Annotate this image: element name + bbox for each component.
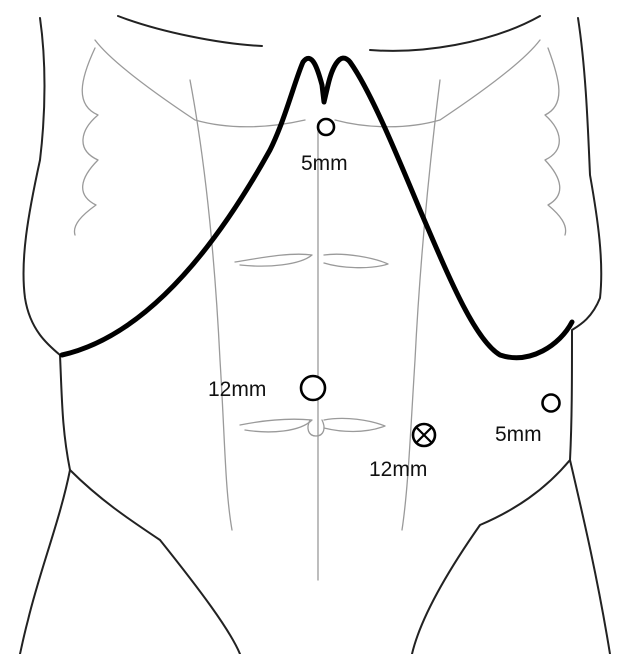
port-left-lateral-label: 5mm — [495, 423, 542, 446]
right-groin-line — [412, 460, 570, 654]
port-epigastric-label: 5mm — [301, 152, 348, 175]
costal-margin-line — [62, 58, 572, 358]
right-chest-curve — [370, 16, 540, 51]
port-left-lateral-marker — [543, 395, 560, 412]
left-chest-curve — [118, 16, 262, 46]
port-umbilical-marker — [301, 376, 325, 400]
tendinous-line-1-right — [324, 254, 388, 267]
port-umbilical: 12mm — [208, 376, 325, 401]
port-left-lower: 12mm — [369, 424, 435, 481]
port-epigastric: 5mm — [301, 119, 348, 175]
port-epigastric-marker — [318, 119, 334, 135]
left-flank-outline — [20, 18, 70, 654]
tendinous-line-2-right — [324, 418, 385, 431]
right-serratus — [545, 48, 566, 235]
port-umbilical-label: 12mm — [208, 378, 266, 401]
port-left-lower-label: 12mm — [369, 458, 427, 481]
tendinous-line-1-left — [235, 254, 312, 266]
left-groin-line — [70, 470, 240, 654]
left-serratus — [74, 48, 98, 235]
port-left-lateral: 5mm — [495, 395, 560, 447]
right-flank-outline — [570, 18, 610, 654]
left-pectoral-line — [95, 40, 305, 127]
left-rectus-border — [190, 80, 232, 530]
navel — [308, 420, 324, 436]
tendinous-line-2-left — [240, 419, 312, 432]
